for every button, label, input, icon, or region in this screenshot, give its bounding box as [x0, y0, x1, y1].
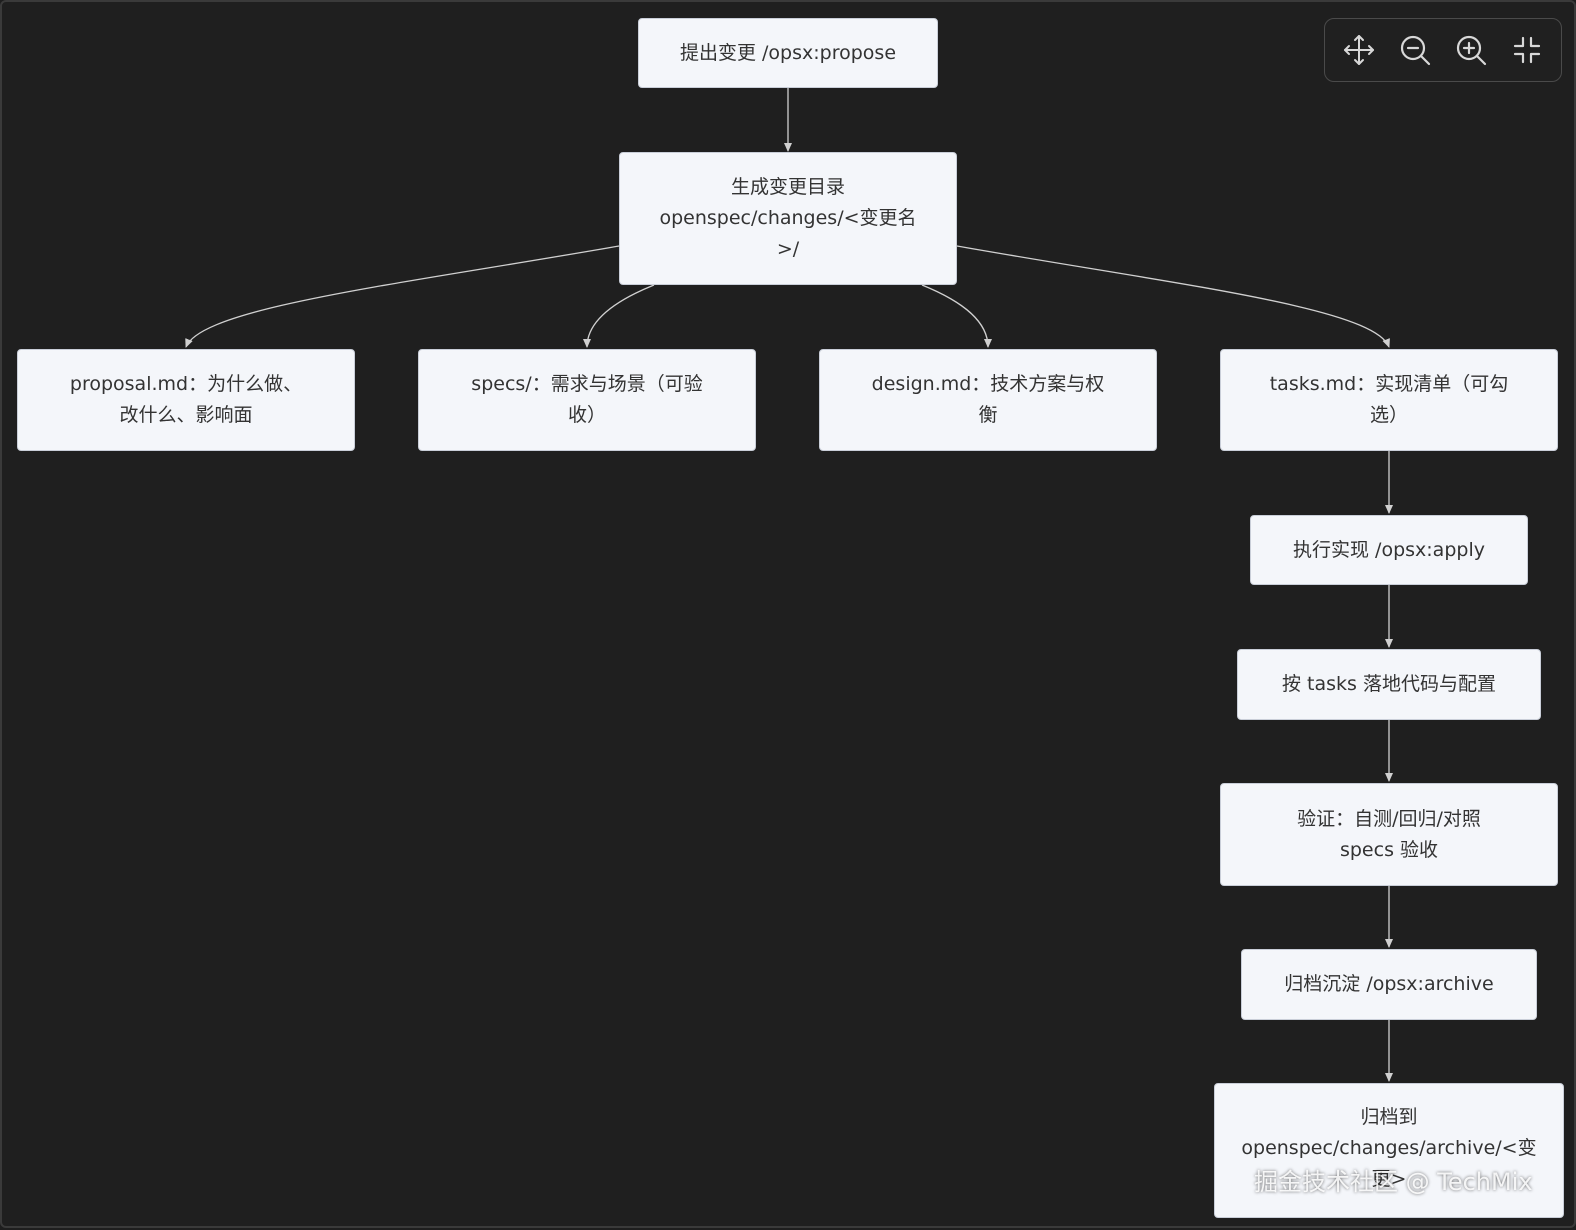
- node-proposal[interactable]: proposal.md：为什么做、改什么、影响面: [17, 349, 355, 451]
- zoom-in-icon[interactable]: [1449, 28, 1493, 72]
- fit-icon[interactable]: [1505, 28, 1549, 72]
- node-design[interactable]: design.md：技术方案与权衡: [819, 349, 1157, 451]
- node-apply[interactable]: 执行实现 /opsx:apply: [1250, 515, 1528, 585]
- diagram-toolbar: [1324, 18, 1562, 82]
- node-archive-to-label: 归档到 openspec/changes/archive/<变更>: [1241, 1106, 1537, 1190]
- node-design-label: design.md：技术方案与权衡: [871, 373, 1105, 426]
- edge-generate-specs: [583, 284, 655, 348]
- node-propose-label: 提出变更 /opsx:propose: [679, 41, 897, 64]
- move-icon[interactable]: [1337, 28, 1381, 72]
- node-apply-label: 执行实现 /opsx:apply: [1293, 538, 1485, 561]
- node-tasks[interactable]: tasks.md：实现清单（可勾选）: [1220, 349, 1558, 451]
- zoom-out-icon[interactable]: [1393, 28, 1437, 72]
- node-generate-dir-label: 生成变更目录 openspec/changes/<变更名>/: [659, 176, 917, 260]
- node-verify[interactable]: 验证：自测/回归/对照 specs 验收: [1220, 783, 1558, 886]
- edge-generate-proposal: [185, 245, 620, 348]
- node-implement[interactable]: 按 tasks 落地代码与配置: [1237, 649, 1541, 720]
- node-implement-label: 按 tasks 落地代码与配置: [1282, 673, 1496, 695]
- node-verify-label: 验证：自测/回归/对照 specs 验收: [1297, 807, 1481, 861]
- node-generate-dir[interactable]: 生成变更目录 openspec/changes/<变更名>/: [619, 152, 957, 285]
- node-specs[interactable]: specs/：需求与场景（可验收）: [418, 349, 756, 451]
- edge-generate-design: [921, 284, 992, 348]
- node-specs-label: specs/：需求与场景（可验收）: [471, 373, 703, 426]
- edge-generate-tasks: [956, 245, 1390, 348]
- watermark: 掘金技术社区 @ TechMix: [1254, 1168, 1533, 1196]
- node-archive[interactable]: 归档沉淀 /opsx:archive: [1241, 949, 1537, 1020]
- node-tasks-label: tasks.md：实现清单（可勾选）: [1269, 373, 1509, 426]
- node-propose[interactable]: 提出变更 /opsx:propose: [638, 18, 938, 88]
- node-proposal-label: proposal.md：为什么做、改什么、影响面: [69, 373, 303, 426]
- node-archive-to[interactable]: 归档到 openspec/changes/archive/<变更>: [1214, 1083, 1564, 1218]
- node-archive-label: 归档沉淀 /opsx:archive: [1284, 973, 1494, 995]
